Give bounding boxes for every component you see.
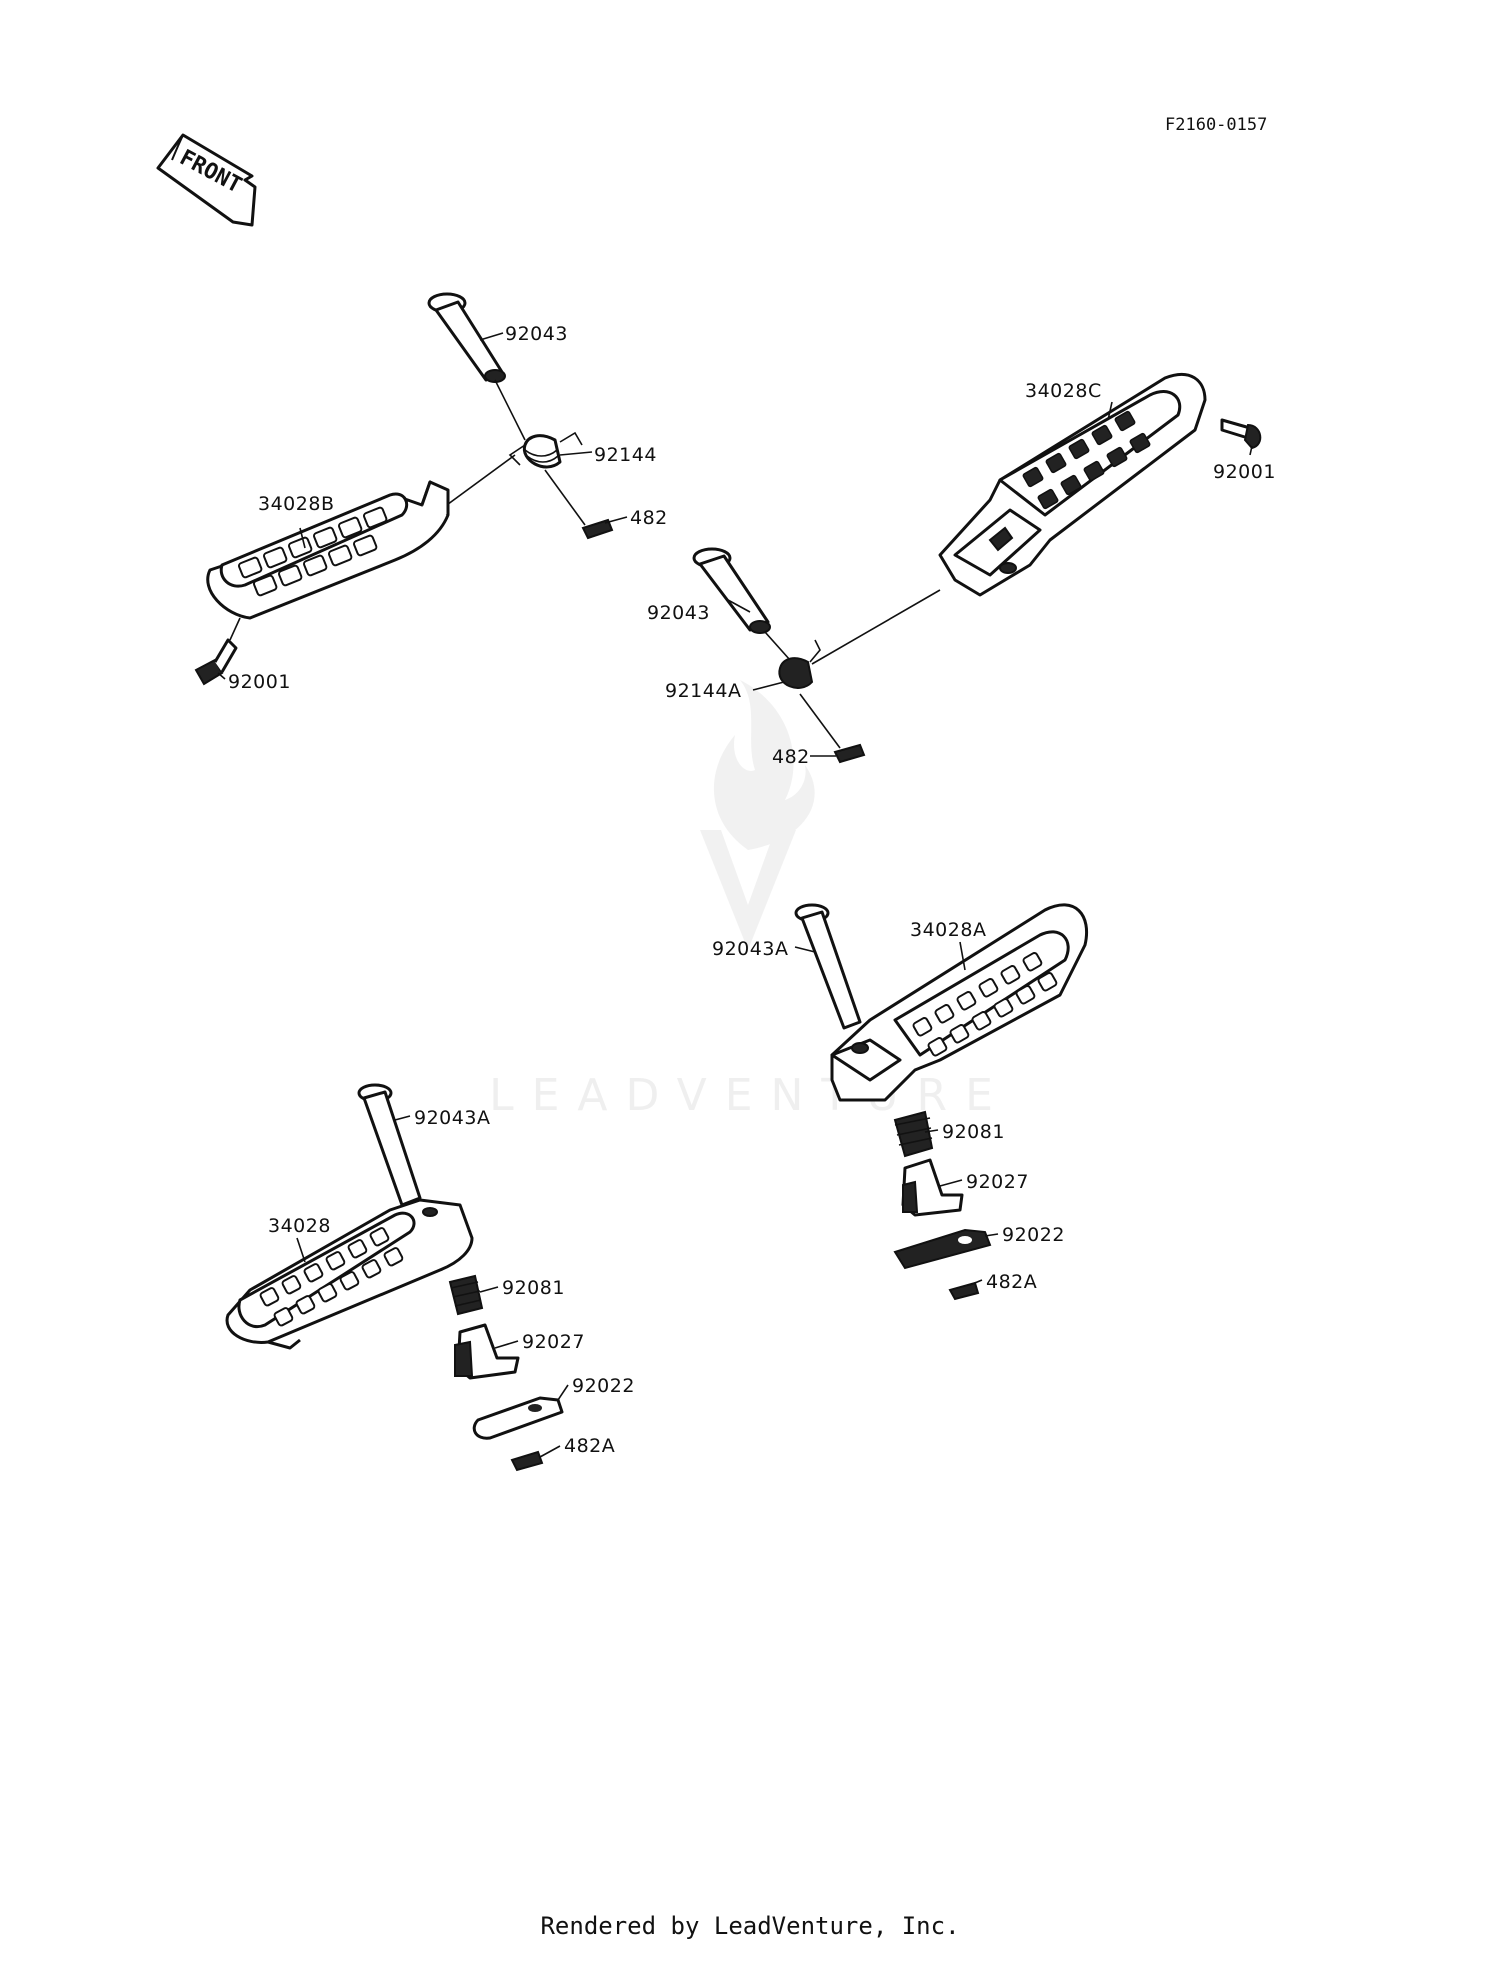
pin-92043-part [427, 292, 506, 383]
label-g2-spring: 92144A [665, 680, 741, 702]
footer-credit: Rendered by LeadVenture, Inc. [540, 1912, 960, 1940]
label-g2-pin: 92043 [647, 602, 710, 624]
label-g4-clip: 482A [564, 1435, 615, 1457]
label-g4-plate: 92022 [572, 1375, 635, 1397]
peg-34028a-part [830, 903, 1088, 1102]
watermark-v-icon [700, 830, 796, 950]
label-g1-spring: 92144 [594, 444, 657, 466]
footpeg-assembly-34028 [225, 1083, 564, 1472]
holder-92027-part [901, 1158, 964, 1217]
label-g2-bolt: 92001 [1213, 461, 1276, 483]
label-g2-clip: 482 [772, 746, 810, 768]
clip-482-right-part [833, 743, 866, 764]
bolt-92001-right-part [1220, 418, 1262, 450]
pin-92043a-lower-part [357, 1083, 422, 1207]
footpeg-assembly-34028c [692, 372, 1262, 764]
part-labels: 92043 92144 482 34028B 92001 34028C 9200… [228, 323, 1276, 1457]
label-g3-peg: 34028A [910, 919, 986, 941]
clip-482a-part [948, 1281, 980, 1301]
label-g3-plate: 92022 [1002, 1224, 1065, 1246]
footpeg-assembly-34028a [794, 903, 1088, 1301]
front-arrow-icon: FRONT [156, 133, 257, 227]
pin-92043-right-part [692, 547, 771, 634]
detent-92081-part [893, 1110, 934, 1158]
label-g4-holder: 92027 [522, 1331, 585, 1353]
label-g4-peg: 34028 [268, 1215, 331, 1237]
peg-34028b-part [206, 480, 450, 620]
label-g4-pin: 92043A [414, 1107, 490, 1129]
label-g4-detent: 92081 [502, 1277, 565, 1299]
plate-92022-part [893, 1228, 992, 1270]
clip-482a-lower-part [510, 1450, 544, 1472]
spring-92144a-part [778, 639, 821, 689]
pin-92043a-part [794, 903, 862, 1030]
label-g1-pin: 92043 [505, 323, 568, 345]
label-g1-peg: 34028B [258, 493, 334, 515]
detent-92081-lower-part [448, 1274, 484, 1316]
leader-lines [217, 332, 1253, 1458]
diagram-code: F2160-0157 [1165, 115, 1267, 135]
bolt-92001-part [194, 638, 238, 686]
leadventure-watermark: LEADVENTURE [489, 680, 1011, 1121]
clip-482-part [581, 518, 614, 540]
peg-34028-part [225, 1198, 474, 1350]
peg-34028c-part [938, 372, 1207, 597]
label-g3-holder: 92027 [966, 1171, 1029, 1193]
label-g2-peg: 34028C [1025, 380, 1102, 402]
spring-92144-part [508, 431, 583, 469]
label-g3-detent: 92081 [942, 1121, 1005, 1143]
holder-92027-lower-part [454, 1323, 520, 1380]
label-g3-clip: 482A [986, 1271, 1037, 1293]
label-g3-pin: 92043A [712, 938, 788, 960]
watermark-text: LEADVENTURE [489, 1070, 1011, 1121]
watermark-flame-icon [713, 680, 815, 850]
footpeg-assembly-34028b [194, 292, 614, 686]
label-g1-bolt: 92001 [228, 671, 291, 693]
label-g1-clip: 482 [630, 507, 668, 529]
plate-92022-lower-part [472, 1396, 564, 1440]
